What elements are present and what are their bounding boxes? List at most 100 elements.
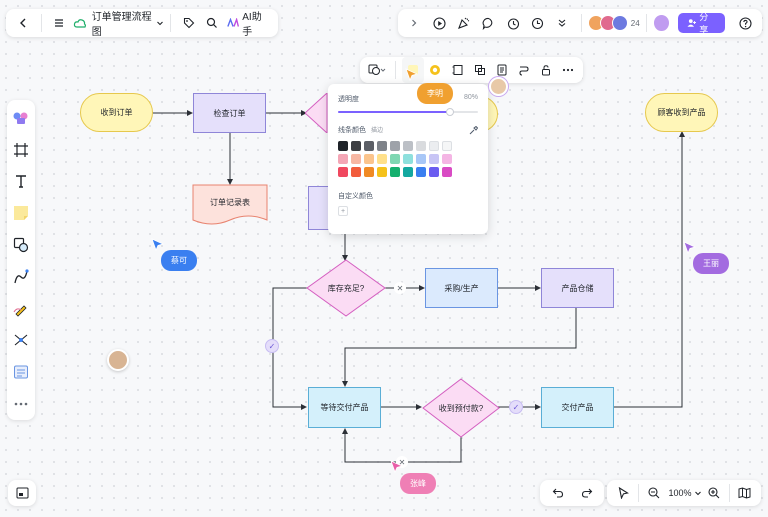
undo-redo-bar [540,480,604,506]
chevron-down-icon[interactable] [156,19,164,27]
color-swatch[interactable] [429,154,439,164]
color-swatch[interactable] [364,154,374,164]
no-marker-icon[interactable]: ✕ [394,282,406,294]
color-swatch[interactable] [377,141,387,151]
search-button[interactable] [200,10,223,36]
eyedropper-icon[interactable] [469,125,478,135]
list-tool[interactable] [10,362,32,382]
node-warehouse[interactable]: 产品仓储 [541,268,614,308]
color-swatch[interactable] [429,167,439,177]
color-swatch[interactable] [442,167,452,177]
color-swatch[interactable] [390,141,400,151]
color-swatch[interactable] [351,154,361,164]
stroke-color-button[interactable] [424,57,446,83]
present-button[interactable] [427,10,452,36]
shape-type-button[interactable] [364,57,389,83]
doc-title[interactable]: 订单管理流程图 [91,12,152,38]
expand-more-button[interactable] [550,10,575,36]
opacity-slider[interactable] [338,107,478,117]
collapse-toolbar-button[interactable] [402,10,427,36]
node-receive-order[interactable]: 收到订单 [80,93,153,132]
shape-tool[interactable] [10,235,32,255]
minimap-toggle[interactable] [8,480,36,506]
color-swatch[interactable] [416,141,426,151]
zoom-out-button[interactable] [642,480,666,506]
more-options-button[interactable] [557,57,579,83]
history-button[interactable] [525,10,550,36]
yes-marker-icon[interactable]: ✓ [265,339,279,353]
node-purchase[interactable]: 采购/生产 [425,268,498,308]
color-swatch[interactable] [338,141,348,151]
node-in-stock[interactable] [306,259,386,317]
color-swatch[interactable] [403,141,413,151]
yes-marker-icon[interactable]: ✓ [509,400,523,414]
mindmap-tool[interactable] [10,331,32,351]
link-button[interactable] [513,57,535,83]
node-partial-rect[interactable] [308,186,330,230]
line-color-sub: 描边 [370,128,383,134]
add-custom-color-button[interactable]: + [338,206,348,216]
sticky-note-tool[interactable] [10,203,32,223]
color-swatch[interactable] [403,167,413,177]
color-swatch[interactable] [416,154,426,164]
celebrate-button[interactable] [451,10,476,36]
layers-button[interactable] [469,57,491,83]
shape-format-toolbar [360,57,583,83]
note-button[interactable] [491,57,513,83]
opacity-slider-handle[interactable] [446,108,454,116]
color-swatch[interactable] [442,141,452,151]
ai-assistant-button[interactable]: AI助手 [223,10,272,38]
timer-button[interactable] [501,10,526,36]
zoom-level[interactable]: 100% [668,488,692,498]
color-swatch-grid [338,141,478,177]
color-swatch[interactable] [403,154,413,164]
color-swatch[interactable] [429,141,439,151]
zoom-in-button[interactable] [702,480,726,506]
color-swatch[interactable] [377,154,387,164]
select-tool-button[interactable] [611,480,635,506]
pen-tool[interactable] [10,299,32,319]
connector-tool[interactable] [10,267,32,287]
node-customer-receive[interactable]: 顾客收到产品 [645,93,718,132]
node-check-order[interactable]: 检查订单 [193,93,266,133]
current-user-avatar[interactable] [652,14,670,32]
collaborator-avatar[interactable] [489,77,508,96]
color-swatch[interactable] [377,167,387,177]
color-swatch[interactable] [338,167,348,177]
chevron-down-icon[interactable] [694,489,702,497]
tag-button[interactable] [177,10,200,36]
party-popper-icon [458,17,470,29]
color-swatch[interactable] [364,167,374,177]
undo-button[interactable] [545,480,571,506]
color-swatch[interactable] [364,141,374,151]
color-swatch[interactable] [338,154,348,164]
text-tool[interactable] [10,172,32,192]
share-button[interactable]: 分享 [677,12,726,35]
node-pending-delivery[interactable]: 等待交付产品 [308,387,381,428]
node-payment-received[interactable] [422,378,500,438]
lock-button[interactable] [535,57,557,83]
color-swatch[interactable] [351,141,361,151]
node-order-record[interactable] [192,184,268,228]
collaborator-avatars[interactable]: 24 [587,15,640,31]
comment-icon [482,17,493,30]
more-tools-button[interactable] [10,394,32,414]
color-swatch[interactable] [442,154,452,164]
help-button[interactable] [733,10,758,36]
color-swatch[interactable] [416,167,426,177]
redo-button[interactable] [574,480,600,506]
color-swatch[interactable] [351,167,361,177]
collaborator-avatar[interactable] [107,349,129,371]
more-icon [562,68,574,72]
node-partial-diamond[interactable] [305,93,335,133]
comment-button[interactable] [476,10,501,36]
node-deliver[interactable]: 交付产品 [541,387,614,428]
menu-button[interactable] [48,10,71,36]
color-swatch[interactable] [390,154,400,164]
templates-tool[interactable] [10,108,32,128]
frame-options-button[interactable] [446,57,468,83]
color-swatch[interactable] [390,167,400,177]
map-view-button[interactable] [733,480,757,506]
frame-tool[interactable] [10,140,32,160]
back-button[interactable] [12,10,35,36]
